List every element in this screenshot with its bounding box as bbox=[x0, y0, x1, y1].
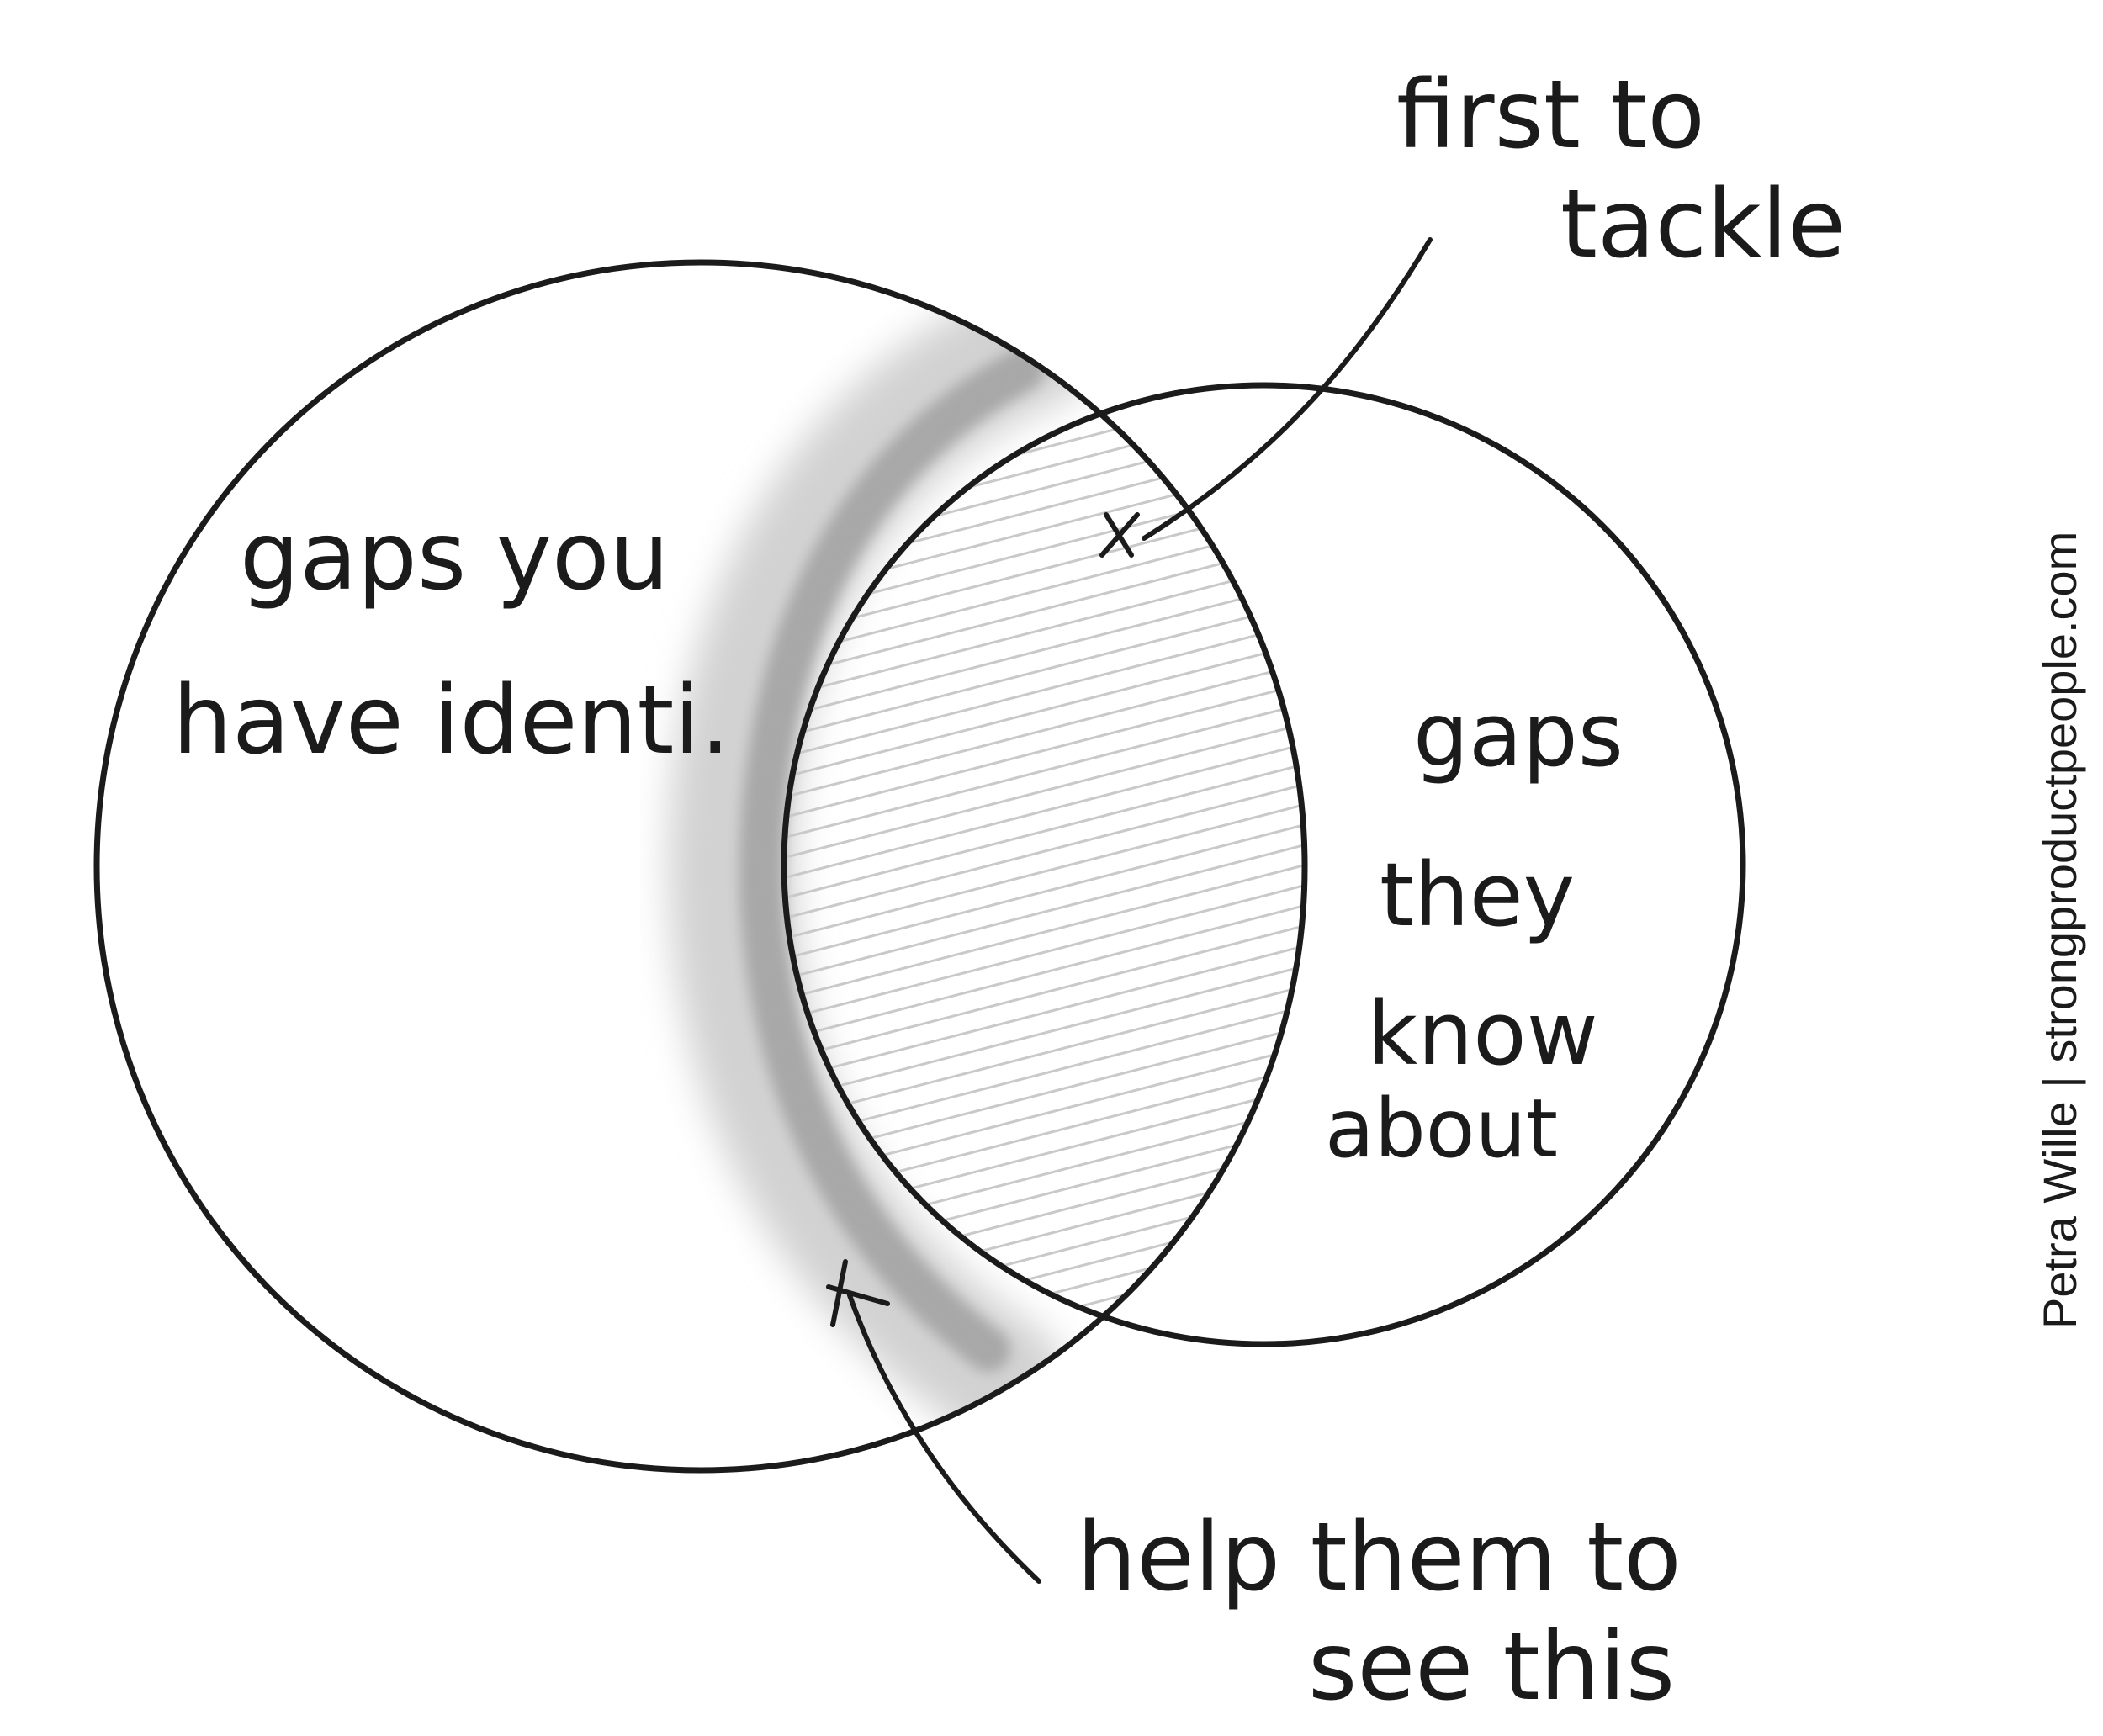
hatch-line bbox=[784, 752, 1305, 907]
first-to-tackle-line-1: first to bbox=[1396, 61, 1705, 170]
hatch-line bbox=[757, 108, 1346, 259]
right-label-line-4: about bbox=[1325, 1082, 1558, 1176]
hatch-line bbox=[757, 27, 1346, 178]
right-label-line-1: gaps bbox=[1413, 684, 1624, 786]
hatch-line bbox=[757, 0, 1346, 17]
help-them-line-2: see this bbox=[1308, 1612, 1675, 1722]
hatch-line bbox=[784, 893, 1305, 1048]
hatch-line bbox=[784, 651, 1305, 806]
hatch-line bbox=[784, 974, 1305, 1129]
credit-text: Petra Wille | strongproductpeople.com bbox=[2033, 532, 2086, 1329]
hatch-line bbox=[784, 792, 1305, 947]
hatch-line bbox=[757, 47, 1346, 198]
hatch-line bbox=[757, 0, 1346, 37]
hatch-line bbox=[757, 0, 1346, 77]
hatch-line bbox=[757, 0, 1346, 57]
hatch-line bbox=[784, 772, 1305, 927]
right-label-line-3: know bbox=[1367, 982, 1598, 1085]
hatch-line bbox=[757, 87, 1346, 239]
hatch-line bbox=[784, 631, 1305, 786]
right-circle-label: gaps they know about bbox=[1325, 684, 1624, 1176]
hatch-line bbox=[784, 590, 1305, 745]
hatch-line bbox=[757, 0, 1346, 98]
hatch-line bbox=[757, 7, 1346, 158]
hatch-line bbox=[757, 209, 1346, 360]
shaded-crescent bbox=[668, 282, 1098, 1442]
hatch-line bbox=[757, 188, 1346, 340]
hatch-line bbox=[784, 934, 1305, 1088]
hatch-line bbox=[784, 812, 1305, 967]
hatch-line bbox=[784, 1337, 1305, 1344]
hatch-line bbox=[784, 732, 1305, 887]
hatch-line bbox=[757, 0, 1346, 118]
right-circle bbox=[781, 382, 1746, 1347]
hatch-line bbox=[757, 128, 1346, 279]
hatch-line bbox=[784, 954, 1305, 1109]
hatch-line bbox=[784, 691, 1305, 846]
arrow-first-to-tackle bbox=[1099, 237, 1433, 558]
hatch-line bbox=[784, 833, 1305, 987]
left-label-line-1: gaps you bbox=[240, 502, 670, 611]
hatch-line bbox=[757, 1359, 1346, 1511]
left-label-line-2: have identi. bbox=[172, 666, 730, 775]
help-them-line-1: help them to bbox=[1077, 1503, 1682, 1612]
right-label-line-2: they bbox=[1380, 844, 1575, 946]
first-to-tackle-label: first to tackle bbox=[1396, 61, 1846, 279]
hatch-line bbox=[757, 0, 1346, 138]
hatch-line bbox=[784, 873, 1305, 1028]
left-circle bbox=[93, 259, 1308, 1474]
hatch-line bbox=[784, 913, 1305, 1068]
first-to-tackle-line-2: tackle bbox=[1560, 170, 1846, 279]
left-circle-label: gaps you have identi. bbox=[172, 502, 730, 775]
help-them-label: help them to see this bbox=[1077, 1503, 1682, 1722]
hatch-line bbox=[757, 168, 1346, 320]
hatch-line bbox=[757, 67, 1346, 219]
hatch-line bbox=[757, 229, 1346, 380]
hatch-line bbox=[784, 712, 1305, 866]
hatch-line bbox=[784, 611, 1305, 765]
hatch-line bbox=[784, 853, 1305, 1008]
hatch-line bbox=[757, 148, 1346, 299]
hatch-line bbox=[784, 671, 1305, 826]
arrow-help-them bbox=[826, 1259, 1041, 1584]
